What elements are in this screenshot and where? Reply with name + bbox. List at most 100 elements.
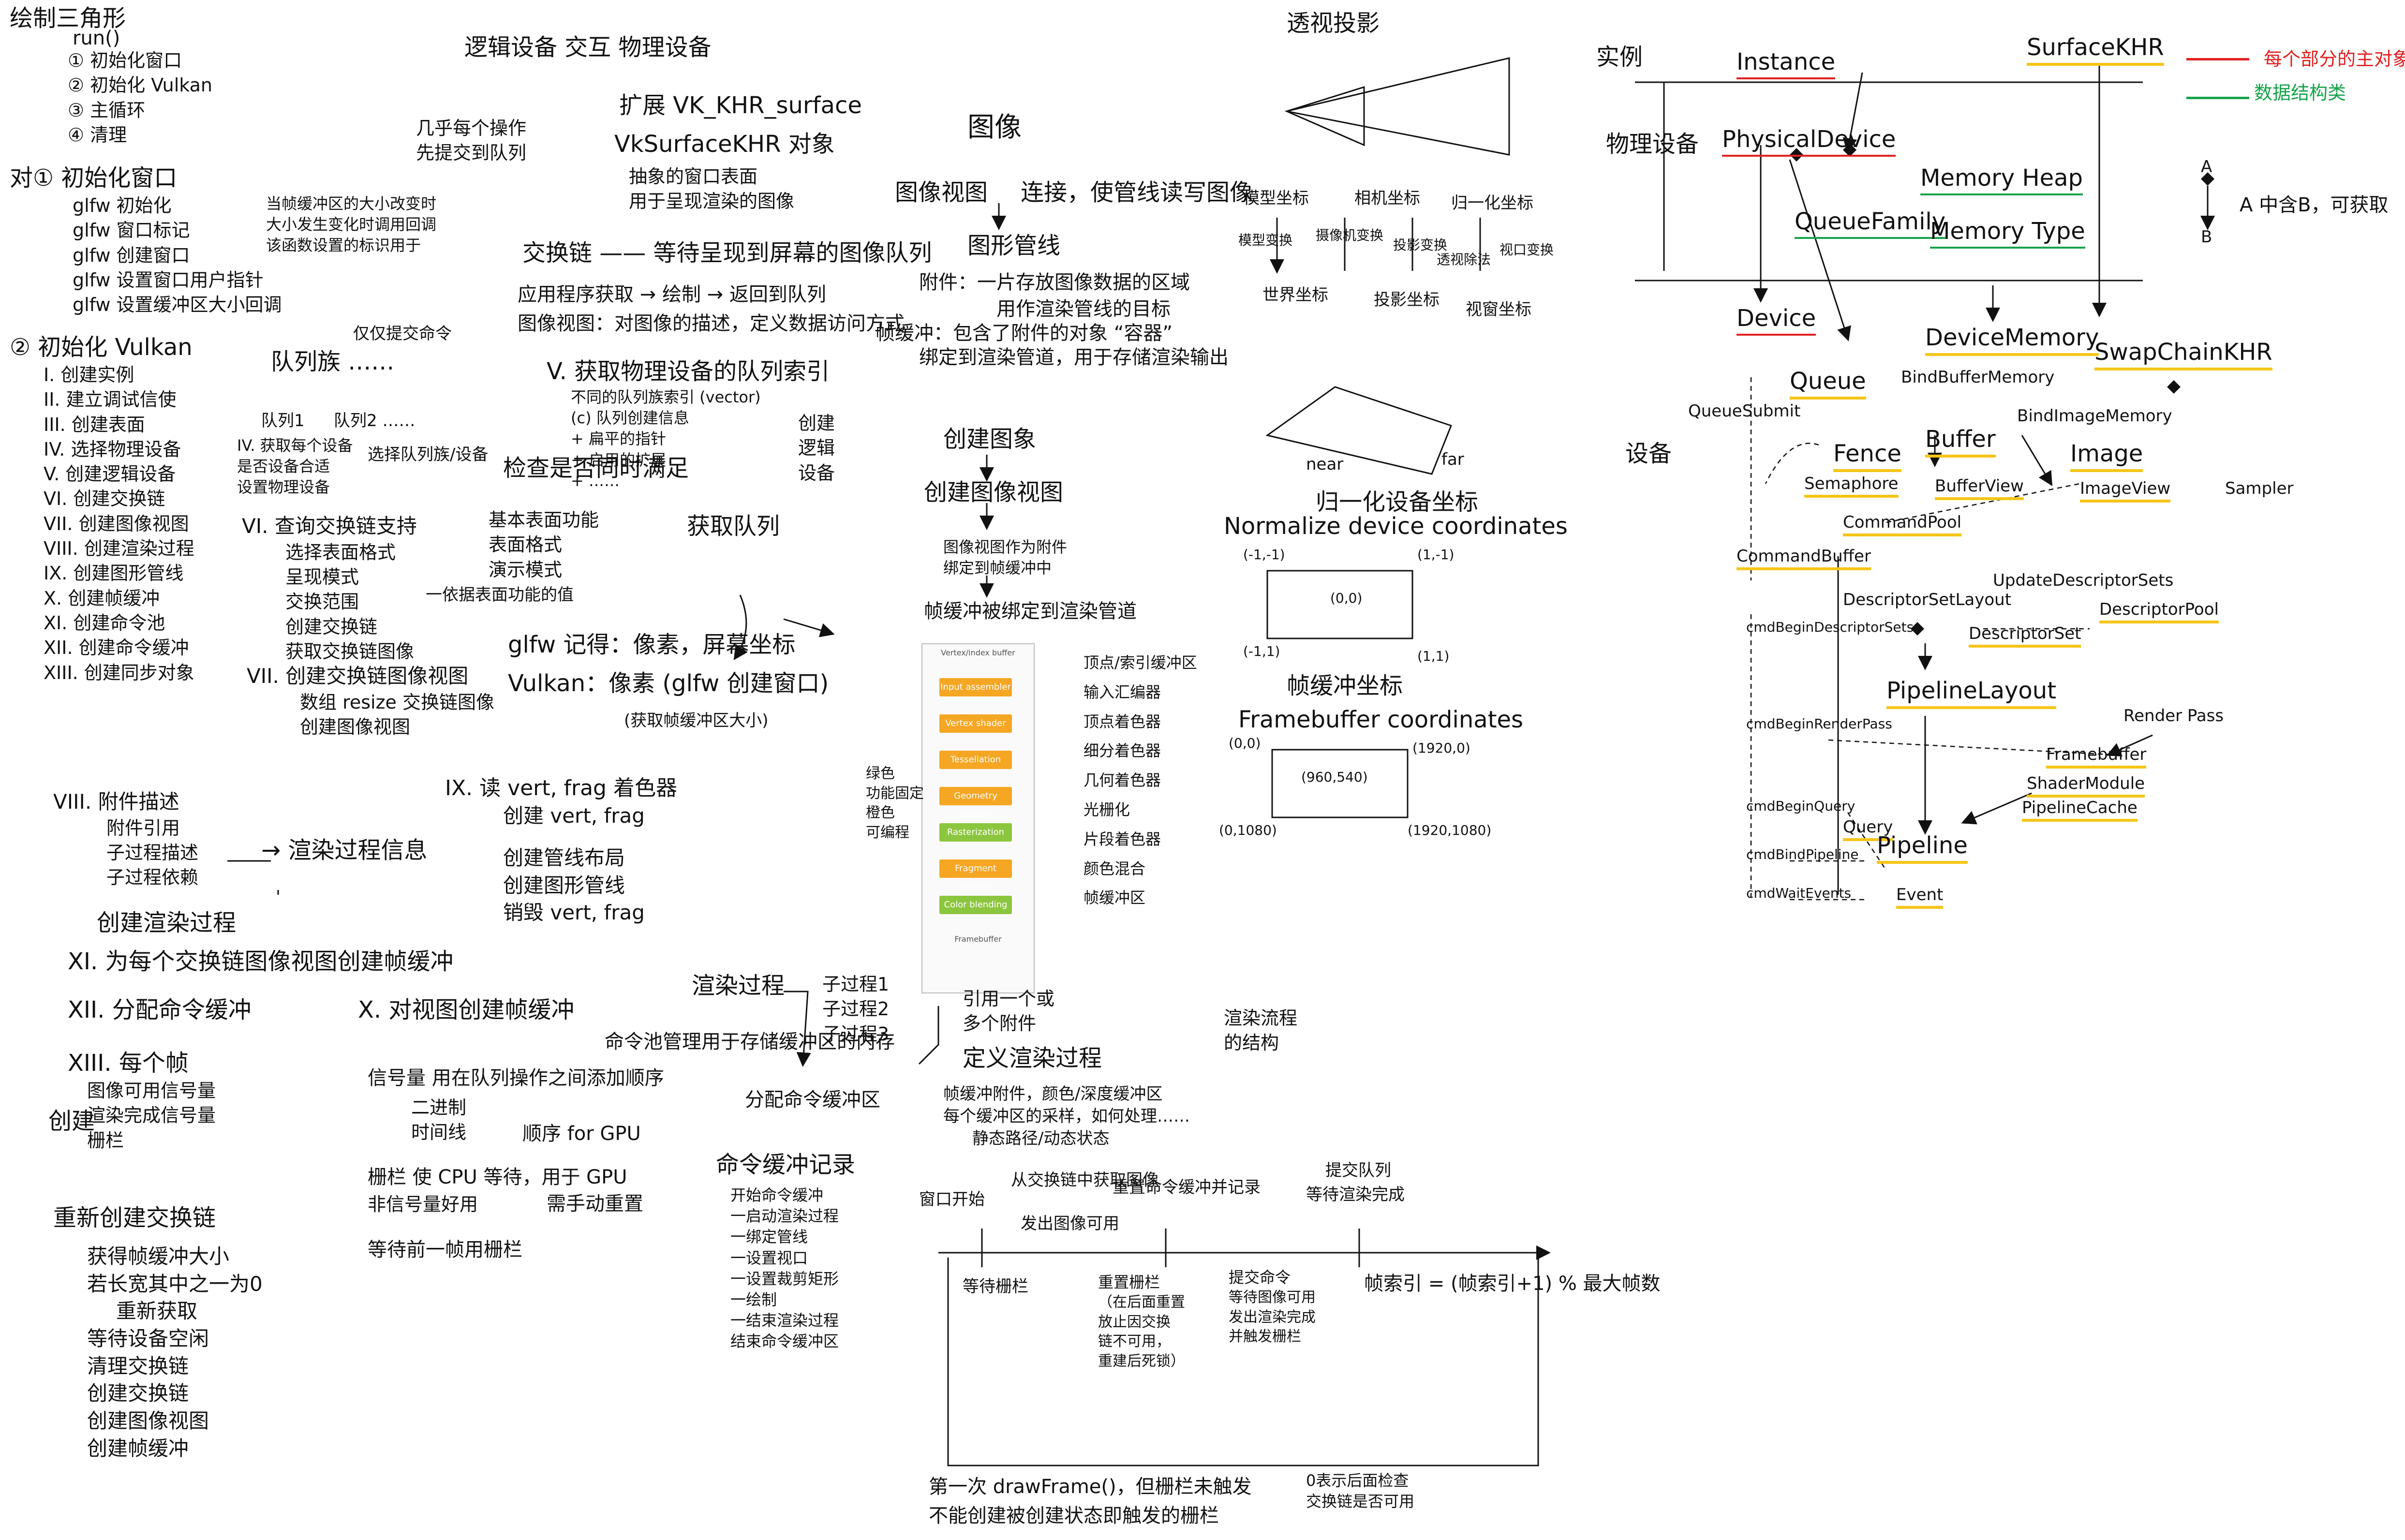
ext-surface: 扩展 VK_KHR_surface (619, 92, 862, 119)
tf-camera: 摄像机变换 (1316, 227, 1384, 243)
extent-note: 一依据表面功能的值 (426, 585, 574, 605)
recreate-steps: 获得帧缓冲大小 若长宽其中之一为0 重新获取 等待设备空闲 清理交换链 创建交换… (87, 1243, 263, 1463)
node-buffer: Buffer (1925, 426, 1996, 458)
vii-line: VII. 创建交换链图像视图 (247, 664, 469, 688)
cl-line: 逻辑 (798, 437, 835, 459)
fb-center: (960,540) (1301, 769, 1368, 785)
record-steps: 开始命令缓冲 一启动渲染过程 一绑定管线 一设置视口 一设置裁剪矩形 一绘制 一… (730, 1185, 839, 1352)
ix-block: IX. 读 vert, frag 着色器 创建 vert, frag 创建管线布… (445, 774, 677, 927)
stage-cn: 帧缓冲区 (1084, 888, 1146, 907)
fence-sub: 非信号量好用 (368, 1192, 478, 1217)
zero-note: 0表示后面检查 交换链是否可用 (1306, 1470, 1414, 1512)
node-query: Query (1843, 817, 1893, 841)
v-line: 不同的队列族索引 (vector) (571, 388, 761, 406)
node-event: Event (1896, 885, 1944, 909)
node-surfacekhr: SurfaceKHR (2027, 34, 2164, 66)
viii-line: 附件引用 (106, 817, 180, 839)
vk-step: III. 创建表面 (44, 414, 145, 435)
note-line: 该函数设置的标识用于 (266, 236, 421, 255)
rc-line: 重新获取 (116, 1299, 198, 1323)
node-fence: Fence (1833, 440, 1901, 472)
stage-vertex-buffer: Vertex/index buffer (941, 648, 1015, 657)
xii-title: XII. 分配命令缓冲 (68, 996, 252, 1023)
queue-submit-note: 几乎每个操作 先提交到队列 (416, 116, 526, 166)
framebuffer-desc: 帧缓冲：包含了附件的对象 “容器” (876, 322, 1173, 344)
rec-line: 一绑定管线 (730, 1228, 808, 1246)
ix-line: 创建图形管线 (503, 873, 625, 897)
tl-line: 并触发栅栏 (1229, 1328, 1301, 1346)
coord-world: 世界坐标 (1262, 285, 1328, 305)
node-commandpool: CommandPool (1843, 513, 1962, 536)
node-physicaldevice: PhysicalDevice (1722, 126, 1896, 157)
rec-line: 开始命令缓冲 (730, 1186, 824, 1204)
stage-geometry-shader: Geometry shader (939, 787, 1012, 819)
rc-line: 创建交换链 (87, 1381, 189, 1406)
xiii-line: 栅栏 (87, 1129, 124, 1151)
vii-line: 创建图像视图 (300, 716, 411, 738)
xiii-title: XIII. 每个帧 (68, 1050, 189, 1077)
gpu-order: 顺序 for GPU (522, 1123, 641, 1145)
wait-fence: 等待前一帧用栅栏 (368, 1239, 522, 1261)
viii-line: 子过程描述 (106, 842, 199, 863)
desc-line: 抽象的窗口表面 (629, 166, 758, 187)
init-window-head: 对① 初始化窗口 (10, 164, 178, 192)
xiii-line: 图像可用信号量 (87, 1080, 216, 1101)
viii-line: VIII. 附件描述 (53, 790, 179, 814)
coord-ndc: 归一化坐标 (1451, 193, 1533, 213)
callback-note: 当帧缓冲区的大小改变时 大小发生变化时调用回调 该函数设置的标识用于 (266, 193, 436, 256)
cap-line: 表面格式 (489, 534, 563, 556)
vk-step: V. 创建逻辑设备 (44, 463, 176, 485)
bn-line: 图像视图作为附件 (943, 538, 1068, 556)
desc-line: 用于呈现渲染的图像 (629, 191, 795, 212)
node-cmdbeginrenderpass: cmdBeginRenderPass (1746, 716, 1892, 732)
v-line: + 扁平的指针 (571, 429, 666, 448)
legend-line: 功能固定 (866, 785, 924, 802)
logical-physical: 逻辑设备 交互 物理设备 (464, 34, 712, 61)
vii-block: VII. 创建交换链图像视图 数组 resize 交换链图像 创建图像视图 (247, 663, 494, 740)
rd-line: 每个缓冲区的采样，如何处理…… (943, 1106, 1190, 1126)
legend-red-swatch (2186, 58, 2249, 60)
viii-line: 子过程依赖 (106, 867, 199, 888)
rc-line: 创建图像视图 (87, 1409, 209, 1433)
create-image: 创建图象 (943, 426, 1037, 453)
rc-line: 等待设备空闲 (87, 1327, 209, 1351)
sem-line: 二进制 (411, 1097, 467, 1118)
cap-line: 演示模式 (489, 559, 563, 580)
step-4: ④ 清理 (68, 124, 127, 146)
ndc-tl: (-1,-1) (1243, 547, 1285, 563)
vi-line: 选择表面格式 (285, 541, 396, 563)
bind-note: 图像视图作为附件 绑定到帧缓冲中 (943, 537, 1067, 578)
vk-step: VII. 创建图像视图 (44, 513, 189, 534)
node-bindbuffermemory: BindBufferMemory (1901, 368, 2055, 387)
legend-line: 可编程 (866, 824, 909, 841)
rec-line: 结束命令缓冲区 (730, 1332, 839, 1351)
fence-desc: 栅栏 使 CPU 等待，用于 GPU (368, 1166, 627, 1188)
tl-line: 放止因交换 (1098, 1313, 1171, 1331)
stage-tessellation: Tessellation (939, 751, 1012, 769)
image-view-desc-3: 连接，使管线读写图像 (1021, 179, 1253, 206)
graphics-pipeline: 图形管线 (967, 232, 1061, 259)
coord-model: 模型坐标 (1243, 189, 1309, 208)
rd-line: 静态路径/动态状态 (972, 1128, 1110, 1148)
swapchain-def: 交换链 —— 等待呈现到屏幕的图像队列 (522, 239, 932, 267)
vi-line: 创建交换链 (285, 616, 378, 637)
fb-tr: (1920,0) (1412, 740, 1470, 756)
alloc-cmd: 分配命令缓冲区 (745, 1089, 880, 1111)
viii-block: VIII. 附件描述 附件引用 子过程描述 子过程依赖 (53, 788, 198, 890)
v-line: + …… (571, 471, 620, 490)
queue-family-item-1: 队列1 (261, 411, 305, 430)
tl-submit: 提交队列 (1325, 1161, 1391, 1180)
fence-manual: 需手动重置 (547, 1193, 643, 1215)
ndc-tr: (1,-1) (1417, 547, 1455, 563)
run-call: run() (73, 27, 120, 49)
note-line: 几乎每个操作 (416, 118, 527, 139)
surface-desc: 抽象的窗口表面 用于呈现渲染的图像 (629, 164, 794, 214)
glfw-step: glfw 设置窗口用户指针 (73, 269, 264, 291)
node-queuesubmit: QueueSubmit (1688, 401, 1801, 421)
tl-reset-fence: 重置栅栏 （在后面重置 放止因交换 链不可用， 重建后死锁） (1098, 1272, 1185, 1371)
far-label: far (1441, 450, 1464, 469)
image-view: 图像视图 (895, 179, 988, 206)
swapchain-flow: 应用程序获取 → 绘制 → 返回到队列 (518, 283, 826, 306)
v-title: V. 获取物理设备的队列索引 (547, 358, 830, 385)
